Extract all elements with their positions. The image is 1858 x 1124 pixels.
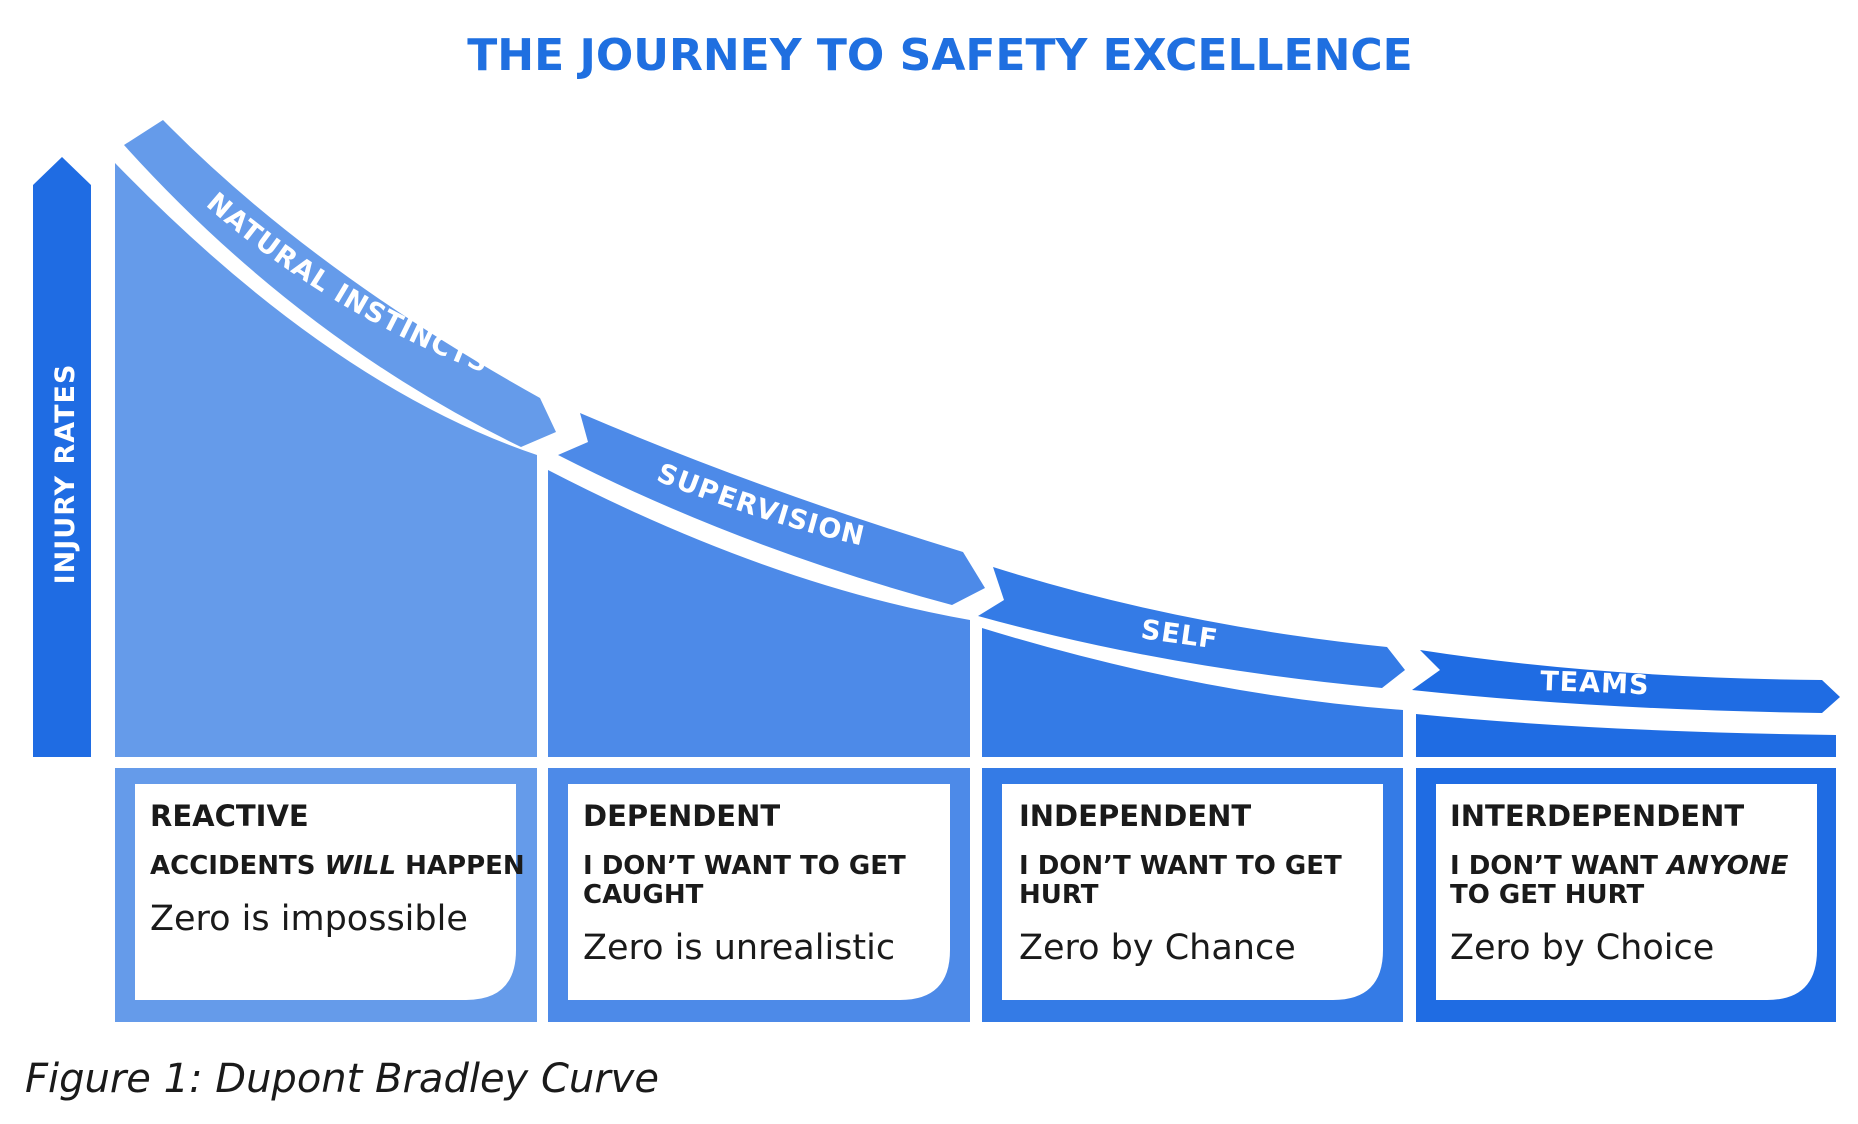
stage-title: INDEPENDENT (1019, 799, 1251, 833)
figure-caption: Figure 1: Dupont Bradley Curve (25, 1056, 659, 1102)
stage-title: DEPENDENT (583, 799, 780, 833)
stage-quote-line-2: TO GET HURT (1450, 880, 1645, 910)
curve-label-teams: TEAMS (1540, 666, 1650, 701)
stage-card (1002, 784, 1383, 1000)
stage-card (568, 784, 950, 1000)
stage-area-independent (982, 628, 1403, 757)
arrow-band-teams (1412, 650, 1840, 713)
stage-quote: I DON’T WANT TO GET (583, 851, 906, 881)
stage-quote: ACCIDENTS WILL HAPPEN (150, 851, 525, 881)
stage-area-reactive (115, 163, 537, 757)
stage-panel-independent: INDEPENDENT I DON’T WANT TO GET HURT Zer… (982, 768, 1403, 1022)
stage-card (135, 784, 516, 1000)
stage-outcome: Zero is impossible (150, 899, 468, 939)
arrow-band-supervision (558, 413, 985, 605)
stage-quote: I DON’T WANT TO GET (1019, 851, 1342, 881)
injury-rate-axis-arrow: INJURY RATES (33, 157, 91, 757)
stage-outcome: Zero by Chance (1019, 928, 1296, 968)
stage-title: REACTIVE (150, 799, 309, 833)
stage-panel-reactive: REACTIVE ACCIDENTS WILL HAPPEN Zero is i… (115, 768, 537, 1022)
stage-outcome: Zero by Choice (1450, 928, 1714, 968)
stage-area-dependent (548, 470, 970, 757)
stage-outcome: Zero is unrealistic (583, 928, 895, 968)
page-title: THE JOURNEY TO SAFETY EXCELLENCE (467, 30, 1413, 81)
stage-quote-line-2: HURT (1019, 880, 1099, 910)
arrow-band-self (978, 567, 1405, 688)
y-axis-label: INJURY RATES (50, 364, 81, 585)
stage-area-interdependent (1416, 714, 1836, 757)
arrow-band-natural-instincts (124, 120, 556, 447)
stage-card (1436, 784, 1817, 1000)
stage-quote-line-2: CAUGHT (583, 880, 704, 910)
stage-panel-interdependent: INTERDEPENDENT I DON’T WANT ANYONE TO GE… (1416, 768, 1836, 1022)
stage-panel-dependent: DEPENDENT I DON’T WANT TO GET CAUGHT Zer… (548, 768, 970, 1022)
stage-title: INTERDEPENDENT (1450, 799, 1744, 833)
up-arrow-icon (33, 157, 91, 757)
stage-quote: I DON’T WANT ANYONE (1450, 851, 1789, 881)
